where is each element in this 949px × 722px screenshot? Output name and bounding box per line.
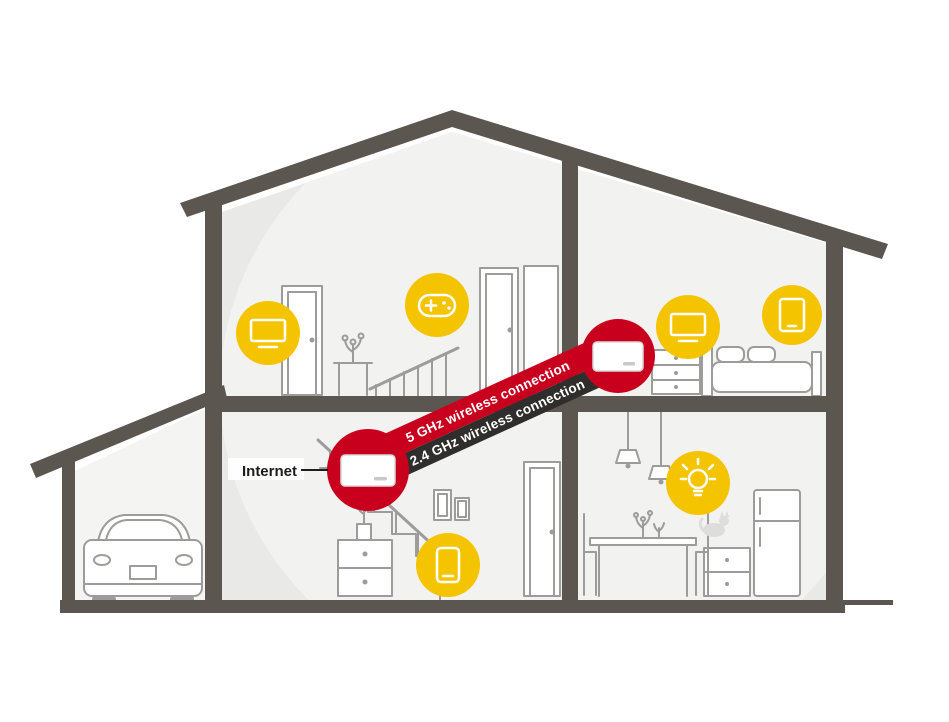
smartphone-icon	[435, 546, 461, 584]
badge-lightbulb	[666, 451, 730, 515]
bed	[701, 333, 822, 397]
hall-dresser	[337, 539, 393, 597]
badge-gamepad	[405, 273, 469, 337]
fridge	[753, 489, 801, 597]
wall-right	[826, 240, 843, 600]
internet-label: Internet	[242, 463, 297, 480]
tablet-icon	[778, 297, 806, 333]
badge-tv-bedroom	[656, 295, 720, 359]
car	[83, 514, 203, 603]
ground	[60, 600, 845, 613]
door-downstairs	[523, 461, 561, 597]
pendant-lamps	[615, 411, 674, 485]
ground-extension	[845, 600, 893, 605]
picture-frames	[433, 489, 470, 521]
internet-label-bg	[228, 458, 304, 480]
kitchen-cabinet	[703, 547, 751, 597]
badge-tablet	[762, 285, 822, 345]
mesh-extender-logo	[623, 362, 635, 366]
garage-wall-left	[62, 458, 75, 600]
badge-tv-left	[236, 301, 300, 365]
tv-icon	[669, 312, 707, 343]
mesh-router-unit	[340, 454, 396, 487]
roof-right	[452, 110, 888, 259]
band-24ghz	[356, 350, 639, 495]
gamepad-icon	[417, 293, 457, 318]
mesh-device-upstairs	[581, 319, 655, 393]
roof-left	[180, 110, 452, 217]
garage-roof	[30, 385, 227, 478]
mesh-device-downstairs	[327, 429, 409, 511]
tv-icon	[249, 318, 287, 349]
door-upstairs-middle	[479, 267, 519, 396]
internet-label-group: Internet	[228, 458, 328, 480]
band-5ghz	[345, 327, 630, 476]
mesh-router-logo	[374, 477, 387, 481]
device-badges	[236, 273, 822, 597]
plant-side-table	[333, 332, 373, 396]
lightbulb-icon	[679, 457, 717, 497]
badge-smartphone	[416, 533, 480, 597]
mesh-extender-unit	[592, 341, 644, 372]
cat	[698, 511, 729, 537]
table-plant	[633, 510, 665, 539]
stair-railing-upper	[368, 346, 460, 397]
